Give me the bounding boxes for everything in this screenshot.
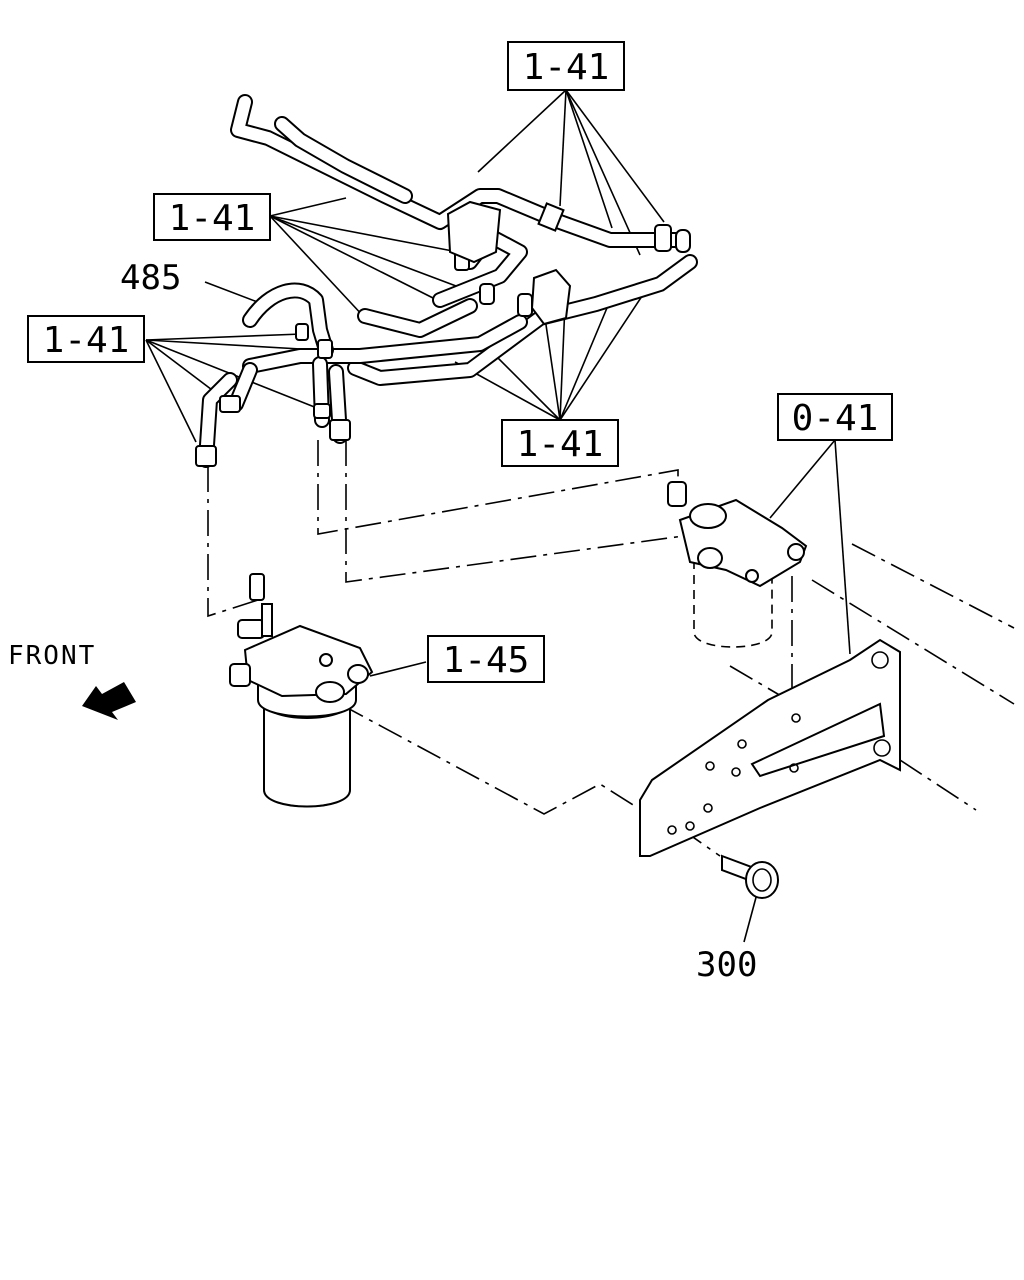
mounting-bracket (639, 638, 901, 857)
fuel-hose-assembly (195, 94, 698, 468)
callout-left-text: 1-41 (43, 320, 130, 361)
callout-top-text: 1-41 (523, 47, 610, 88)
label-485: 485 (120, 258, 181, 298)
callout-middle-text: 1-41 (517, 424, 604, 465)
callout-upper-left-text: 1-41 (169, 198, 256, 239)
callout-bracket-text: 0-41 (792, 398, 879, 439)
fuel-filter-secondary (667, 481, 808, 648)
callout-top: 1-41 (507, 41, 625, 91)
label-front: FRONT (8, 641, 96, 671)
arrow-up-left-icon (82, 682, 136, 720)
callout-filter-text: 1-45 (443, 640, 530, 681)
callout-left: 1-41 (27, 315, 145, 363)
callout-upper-left: 1-41 (153, 193, 271, 241)
callout-filter: 1-45 (427, 635, 545, 683)
flange-bolt (721, 854, 779, 899)
callout-middle: 1-41 (501, 419, 619, 467)
callout-bracket: 0-41 (777, 393, 893, 441)
label-300: 300 (696, 945, 757, 985)
fuel-filter-main (229, 573, 374, 808)
